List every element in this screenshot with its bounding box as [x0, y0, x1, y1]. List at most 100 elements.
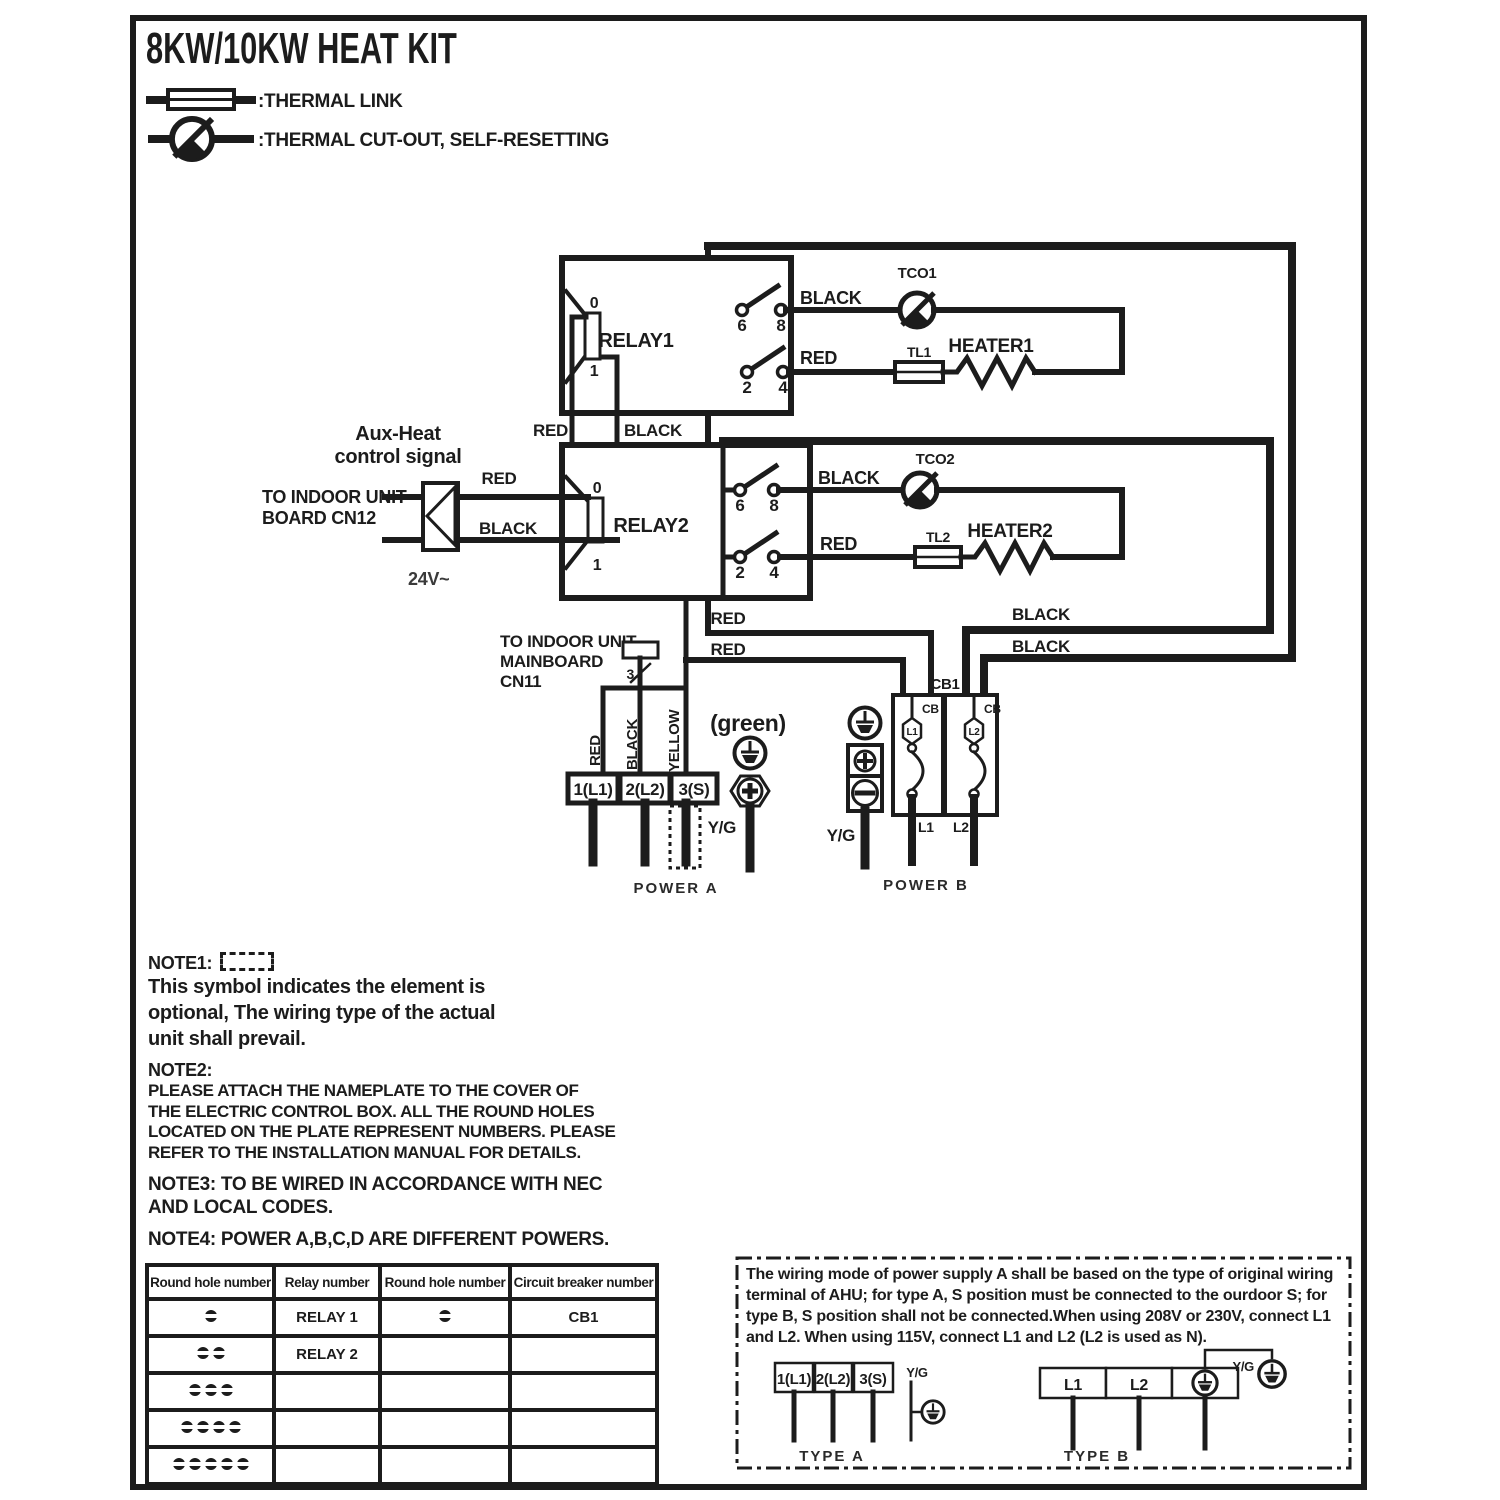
red-wire-label: RED [711, 640, 746, 659]
note4-line: NOTE4: POWER A,B,C,D ARE DIFFERENT POWER… [148, 1229, 610, 1250]
ground-icon [732, 735, 768, 771]
red-wire-label: RED [820, 534, 857, 554]
cb-l1-label: L1 [906, 727, 918, 738]
relay-cell [272, 1445, 382, 1486]
breaker-cell [508, 1408, 659, 1449]
breaker-cell [508, 1334, 659, 1375]
yg-label: Y/G [827, 826, 855, 845]
contact-2: 2 [735, 563, 744, 582]
contact-4: 4 [778, 378, 788, 397]
cb-label: CB [984, 702, 1001, 716]
heater2-label: HEATER2 [967, 521, 1052, 542]
table-row [145, 1371, 659, 1412]
l1-label: L1 [918, 819, 934, 835]
hole-count-cell [145, 1334, 276, 1375]
legend-thermal-cutout: :THERMAL CUT-OUT, SELF-RESETTING [148, 119, 609, 159]
yg-label: Y/G [1233, 1359, 1255, 1374]
outer-black-loop-wire [704, 242, 1296, 699]
legend-thermal-cutout-label: :THERMAL CUT-OUT, SELF-RESETTING [258, 130, 609, 151]
cn11-label2: MAINBOARD [500, 652, 603, 671]
cn12-label2: BOARD CN12 [262, 508, 376, 528]
power-a-label: POWER A [633, 880, 718, 897]
red-wire-label: RED [711, 609, 746, 628]
terminal-3S-label: 3(S) [679, 780, 710, 799]
tco1-label: TCO1 [898, 265, 937, 282]
plus-terminal-icon [857, 753, 873, 769]
type-a-diagram: 1(L1) 2(L2) 3(S) TYPE A Y/G [773, 1361, 946, 1465]
panel-line: terminal of AHU; for type A, S position … [746, 1287, 1327, 1304]
hole-count-cell [145, 1297, 276, 1338]
black-wire-label: BLACK [479, 519, 538, 538]
contact-6: 6 [737, 316, 746, 335]
tco2-label: TCO2 [916, 451, 955, 468]
power-supply-note: The wiring mode of power supply A shall … [746, 1264, 1346, 1348]
heater-circuit-2: TCO2 BLACK RED TL2 HEATER2 [776, 451, 1125, 577]
relay1-pin0: 0 [590, 295, 599, 312]
green-label: (green) [710, 710, 786, 736]
note1-label: NOTE1: [148, 953, 213, 973]
hole-count-cell [378, 1408, 512, 1449]
ground-icon [847, 705, 883, 741]
hole-count-cell [145, 1371, 276, 1412]
black-wire-label: BLACK [800, 288, 862, 308]
optional-wire-box [668, 804, 702, 870]
cn12-label: TO INDOOR UNIT [262, 487, 407, 507]
hole-count-cell [378, 1297, 512, 1338]
relay1: RELAY1 0 1 6 8 2 4 [559, 255, 794, 416]
relay-cell [272, 1408, 382, 1449]
cn11-and-power-a: TO INDOOR UNIT MAINBOARD CN11 3 RED BLAC… [500, 595, 786, 897]
type-a-t2: 2(L2) [816, 1371, 851, 1388]
black-vertical-label: BLACK [624, 719, 641, 770]
type-b-l2: L2 [1130, 1377, 1148, 1394]
relay1-label: RELAY1 [598, 330, 673, 352]
page-border [130, 15, 1367, 1490]
page-title: 8KW/10KW HEAT KIT [146, 24, 457, 73]
tl1-label: TL1 [907, 344, 932, 360]
yg-label: Y/G [906, 1365, 928, 1380]
panel-line: and L2. When using 115V, connect L1 and … [746, 1329, 1207, 1346]
notes-block: NOTE1: This symbol indicates the element… [148, 952, 668, 1251]
wire-count-label: 3 [627, 666, 635, 682]
relay-cell [272, 1371, 382, 1412]
relay1-pin1: 1 [590, 363, 599, 380]
relay2-pin1: 1 [593, 557, 602, 574]
coil-black-label: BLACK [624, 421, 683, 440]
col-header-relay: Relay number [272, 1263, 382, 1301]
contact-8: 8 [776, 316, 785, 335]
note2-line: THE ELECTRIC CONTROL BOX. ALL THE ROUND … [148, 1101, 595, 1121]
table-row [145, 1408, 659, 1449]
type-a-label: TYPE A [799, 1448, 865, 1465]
cb-label: CB [922, 702, 939, 716]
yellow-vertical-label: YELLOW [666, 708, 683, 772]
contact-6: 6 [735, 496, 744, 515]
l2-label: L2 [953, 819, 969, 835]
black-wire-label: BLACK [1012, 605, 1071, 624]
terminal-3S [668, 771, 720, 806]
note2-line: LOCATED ON THE PLATE REPRESENT NUMBERS. … [148, 1122, 616, 1141]
table-row: RELAY 1 CB1 [145, 1297, 659, 1338]
ground-icon [1257, 1359, 1287, 1389]
cb1-label: CB1 [930, 676, 959, 693]
breaker-cell: CB1 [508, 1297, 659, 1338]
contact-2: 2 [742, 378, 751, 397]
relay2-red-wire [683, 657, 906, 698]
red-wire-label: RED [482, 469, 517, 488]
panel-line: type B, S position shall not be connecte… [746, 1308, 1331, 1325]
heater-circuit-1: TCO1 BLACK RED TL1 HEATER1 [783, 265, 1125, 392]
type-b-label: TYPE B [1064, 1448, 1130, 1465]
relay2: RELAY2 0 1 6 8 2 4 [559, 442, 813, 601]
col-header-round-hole-1: Round hole number [145, 1263, 276, 1301]
heater1-label: HEATER1 [948, 336, 1034, 357]
cn11-label3: CN11 [500, 672, 541, 691]
power-b-block: Y/G CB1 CB L1 CB L2 L1 L2 POWER B [827, 676, 1002, 894]
col-header-round-hole-2: Round hole number [378, 1263, 512, 1301]
hole-count-cell [145, 1445, 276, 1486]
contact-4: 4 [769, 563, 779, 582]
coil-red-label: RED [533, 421, 568, 440]
type-a-t3: 3(S) [859, 1371, 886, 1388]
red-vertical-label: RED [587, 735, 604, 766]
panel-line: The wiring mode of power supply A shall … [746, 1266, 1334, 1283]
table-row [145, 1445, 659, 1486]
